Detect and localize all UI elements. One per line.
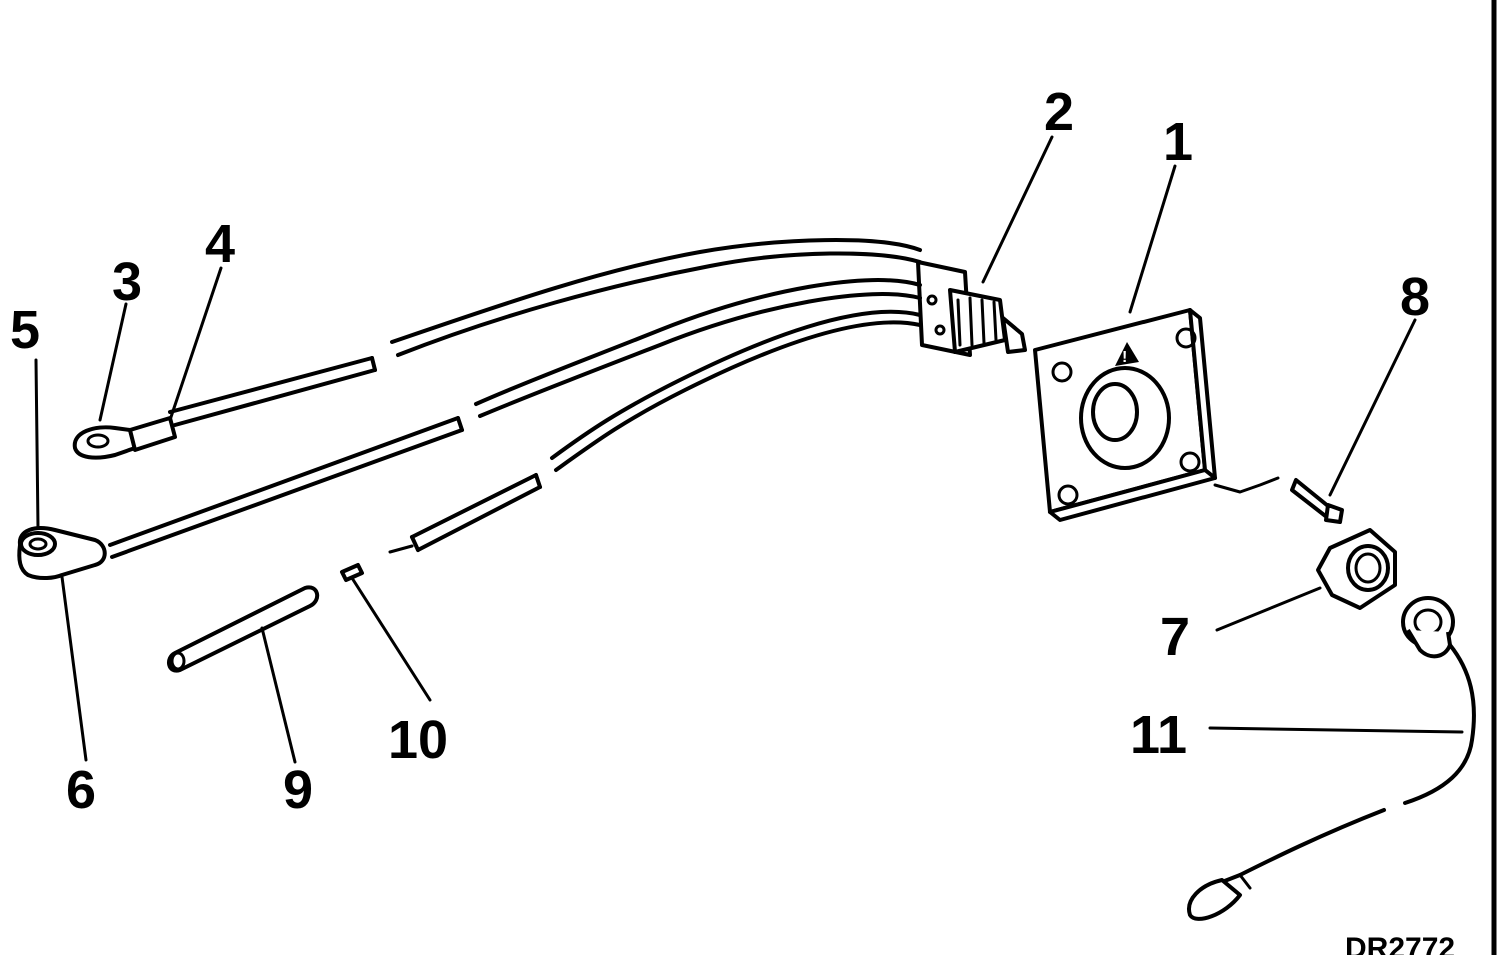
part-5-6-eyelet-terminal	[17, 526, 107, 580]
leader-5	[34, 358, 40, 530]
part-7-nut	[1316, 528, 1397, 610]
callout-4: 4	[205, 214, 235, 274]
part-9-tube	[167, 585, 320, 673]
leader-lines	[34, 135, 1464, 764]
leader-6	[60, 575, 88, 762]
callout-1: 1	[1163, 112, 1193, 172]
part-4-sleeve	[128, 416, 177, 452]
callout-8: 8	[1400, 267, 1430, 327]
part-8-screw	[1213, 476, 1344, 524]
callout-7: 7	[1160, 607, 1190, 667]
leader-10	[350, 576, 432, 702]
leader-3	[98, 302, 128, 422]
reference-code: DR2772	[1345, 932, 1455, 955]
callout-6: 6	[66, 760, 96, 820]
leader-7	[1215, 586, 1322, 632]
callout-5: 5	[10, 300, 40, 360]
part-10-pin	[340, 563, 364, 582]
leader-11	[1208, 726, 1464, 734]
callout-11: 11	[1130, 705, 1187, 765]
leader-1	[1128, 164, 1177, 314]
part-3-ring-terminal	[72, 425, 137, 460]
svg-text:!: !	[1122, 349, 1127, 366]
leader-9	[260, 626, 297, 764]
callout-3: 3	[112, 252, 142, 312]
leader-4	[168, 266, 223, 422]
part-1-mounting-plate: !	[1033, 308, 1217, 522]
part-2-switch	[916, 260, 1027, 357]
leader-8	[1328, 318, 1417, 497]
callout-10: 10	[388, 710, 448, 770]
part-11-lanyard-cap	[1187, 596, 1476, 921]
callout-labels: 1 2 3 4 5 6 7 8 9 10 11	[10, 82, 1430, 820]
leader-2	[981, 135, 1054, 284]
wire-harness	[108, 238, 922, 559]
callout-2: 2	[1044, 82, 1074, 142]
callout-9: 9	[283, 760, 313, 820]
